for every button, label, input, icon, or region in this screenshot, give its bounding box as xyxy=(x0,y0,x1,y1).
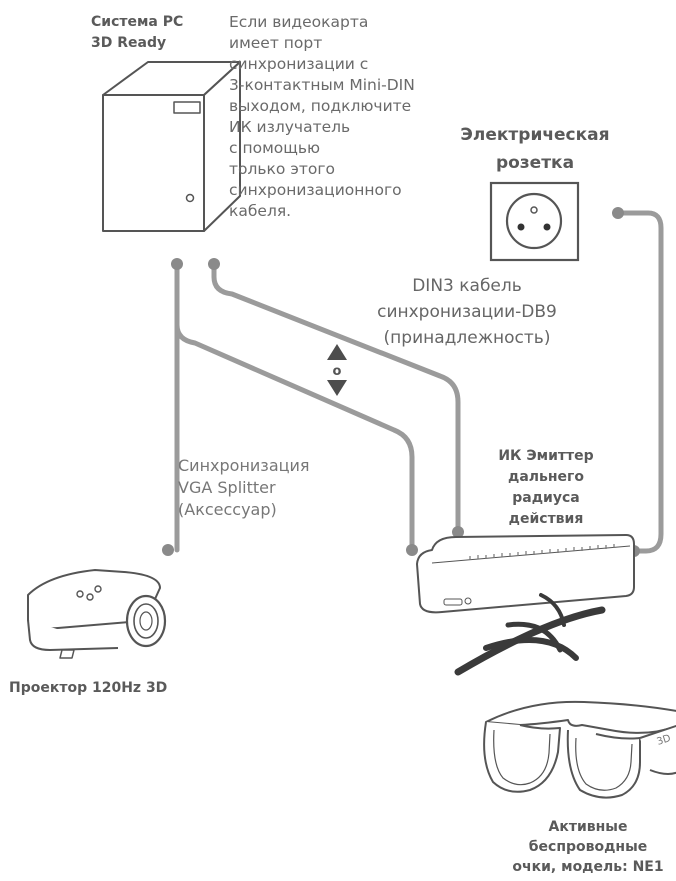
glasses-title-line: Активные xyxy=(548,819,628,835)
up-down-arrows-icon xyxy=(327,344,347,396)
pc-note-line: синхронизационного xyxy=(229,181,402,199)
glasses-brand-mark: 3D xyxy=(656,733,673,748)
emitter-title-line: радиуса xyxy=(512,490,580,506)
ir-emitter-icon xyxy=(416,534,635,614)
vga-splitter-label: Синхронизация VGA Splitter (Аксессуар) xyxy=(178,455,310,521)
pc-note-line: ИК излучатель xyxy=(229,118,351,136)
din-cable-label-line: (принадлежность) xyxy=(383,328,551,348)
glasses-title: Активные беспроводные очки, модель: NE1 xyxy=(500,817,676,877)
outlet-title-line: Электрическая xyxy=(460,125,610,145)
pc-note-line: Если видеокарта xyxy=(229,13,369,31)
glasses-title-line: очки, модель: NE1 xyxy=(512,859,664,875)
electrical-outlet-icon xyxy=(489,181,580,262)
emitter-title-line: действия xyxy=(508,511,584,527)
cable-end-dot xyxy=(406,544,418,556)
cable-end-dot xyxy=(171,258,183,270)
vga-splitter-label-line: Синхронизация xyxy=(178,456,310,475)
emitter-title: ИК Эмиттер дальнего радиуса действия xyxy=(478,446,614,530)
vga-splitter-label-line: VGA Splitter xyxy=(178,478,276,497)
emitter-title-line: ИК Эмиттер xyxy=(498,448,594,464)
3d-glasses-icon xyxy=(483,700,676,799)
pc-note: Если видеокарта имеет порт синхронизации… xyxy=(229,12,415,222)
pc-tower-icon xyxy=(102,61,241,232)
power-cable xyxy=(615,210,664,554)
cable-end-dot xyxy=(452,526,464,538)
pc-title-line: 3D Ready xyxy=(91,35,167,51)
outlet-title-line: розетка xyxy=(495,153,575,173)
din-cable-label: DIN3 кабель синхронизации-DB9 (принадлеж… xyxy=(352,273,582,351)
pc-note-line: только этого xyxy=(229,160,335,178)
pc-note-line: кабеля. xyxy=(229,202,292,220)
pc-note-line: синхронизации с xyxy=(229,55,369,73)
din-cable-label-line: синхронизации-DB9 xyxy=(377,302,557,322)
emitter-title-line: дальнего xyxy=(508,469,584,485)
pc-note-line: с помощью xyxy=(229,139,321,157)
pc-note-line: имеет порт xyxy=(229,34,323,52)
din-sync-cable xyxy=(211,259,461,535)
glasses-title-line: беспроводные xyxy=(528,839,648,855)
pc-title: Система PC 3D Ready xyxy=(91,12,183,54)
ir-waves-icon xyxy=(454,593,606,676)
pc-note-line: выходом, подключите xyxy=(229,97,412,115)
din-cable-label-line: DIN3 кабель xyxy=(412,276,522,296)
projector-icon xyxy=(27,569,167,659)
cable-end-dot xyxy=(612,207,624,219)
projector-title: Проектор 120Hz 3D xyxy=(9,680,168,696)
pc-title-line: Система PC xyxy=(91,14,184,30)
vga-splitter-label-line: (Аксессуар) xyxy=(178,500,277,519)
cable-end-dot xyxy=(162,544,174,556)
pc-note-line: 3-контактным Mini-DIN xyxy=(229,76,415,94)
or-marker: o xyxy=(333,364,342,379)
cable-end-dot xyxy=(208,258,220,270)
outlet-title: Электрическая розетка xyxy=(440,121,630,177)
